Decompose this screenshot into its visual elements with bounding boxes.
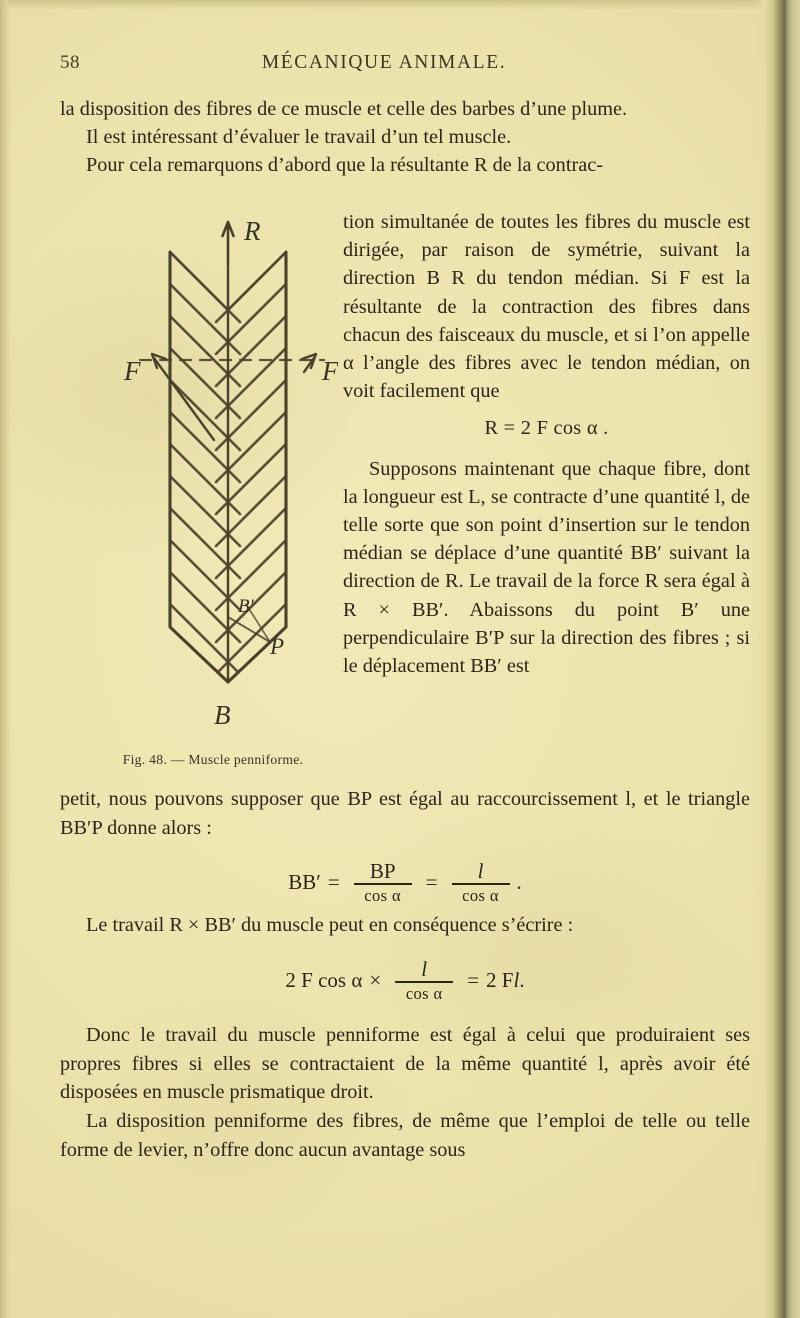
figure-label-F-left: F <box>123 356 141 386</box>
paragraph-interessant: Il est intéressant d’évaluer le travail … <box>86 126 512 149</box>
book-binding-gutter <box>754 0 800 1318</box>
scan-edge-top <box>0 0 800 10</box>
eq1-numerator-l: l <box>477 859 484 884</box>
display-equation-bbprime: BB′ = BP cos α = l cos α . <box>60 860 750 905</box>
eq1-equals-1: = <box>327 870 340 895</box>
eq2-fraction: l cos α <box>395 956 454 1004</box>
display-equation-work: 2 F cos α × l cos α = 2 Fl. <box>60 958 750 1003</box>
paragraph-pourcela-lead: Pour cela remarquons d’abord que la résu… <box>86 154 603 177</box>
running-head: 58 MÉCANIQUE ANIMALE. <box>60 52 708 78</box>
figure-label-P: P <box>269 634 284 659</box>
eq2-fraction-bar <box>395 981 454 984</box>
page-content: 58 MÉCANIQUE ANIMALE. la disposition des… <box>60 0 750 1318</box>
eq2-times: × <box>369 968 382 993</box>
page-title: MÉCANIQUE ANIMALE. <box>261 52 507 73</box>
eq2-numerator-l: l <box>421 956 428 981</box>
figure-caption: Fig. 48. — Muscle penniforme. <box>122 752 304 767</box>
figure-label-F-right: F <box>321 356 338 386</box>
eq1-fraction-bar-2 <box>451 883 510 886</box>
eq2-rhs-group: 2 Fl. <box>486 966 525 995</box>
eq1-equals-2: = <box>425 870 438 895</box>
paragraph-petit-nous: petit, nous pouvons supposer que BP est … <box>60 788 750 839</box>
inline-equation-resultant: R = 2 F cos α . <box>484 417 609 440</box>
figure-label-B: B <box>214 700 231 730</box>
eq2-equals: = <box>467 968 480 993</box>
figure-label-R: R <box>243 216 261 246</box>
eq2-denominator-cos: cos α <box>405 984 443 1004</box>
eq1-denominator-cos-2: cos α <box>462 886 499 906</box>
paragraph-plume: la disposition des fibres de ce muscle e… <box>60 98 628 120</box>
paragraph-donc: Donc le travail du muscle penniforme est… <box>60 1024 750 1104</box>
figure-48-penniform-muscle: R F F B B′ P <box>118 212 338 752</box>
eq1-numerator-bp: BP <box>369 859 396 884</box>
page-number: 58 <box>60 52 80 73</box>
eq2-rhs: 2 F <box>486 968 514 993</box>
eq2-rhs-italic-l: l <box>513 968 520 993</box>
paragraph-wrapped-2: Supposons maintenant que chaque fibre, d… <box>343 457 750 678</box>
opening-paragraphs: la disposition des fibres de ce muscle e… <box>60 95 750 180</box>
paragraph-la-disposition: La disposition penniforme des fibres, de… <box>60 1109 750 1161</box>
eq2-period: . <box>519 968 525 993</box>
eq1-fraction-l: l cos α <box>451 859 510 906</box>
figure-label-B-prime: B′ <box>238 596 255 617</box>
eq1-period: . <box>516 870 522 895</box>
paragraph-wrapped-1: tion simultanée de toutes les fibres du … <box>343 211 750 403</box>
scan-edge-left <box>0 0 12 1318</box>
figure-side-column: tion simultanée de toutes les fibres du … <box>343 208 750 680</box>
eq1-fraction-bar-1 <box>353 883 412 886</box>
eq1-lhs: BB′ <box>288 870 321 895</box>
eq1-denominator-cos: cos α <box>364 886 402 906</box>
eq2-lhs: 2 F cos α <box>285 968 363 993</box>
eq1-fraction-bp: BP cos α <box>353 859 412 906</box>
lower-text-block: petit, nous pouvons supposer que BP est … <box>60 785 750 1164</box>
paragraph-le-travail: Le travail R × BB′ du muscle peut en con… <box>86 914 574 937</box>
